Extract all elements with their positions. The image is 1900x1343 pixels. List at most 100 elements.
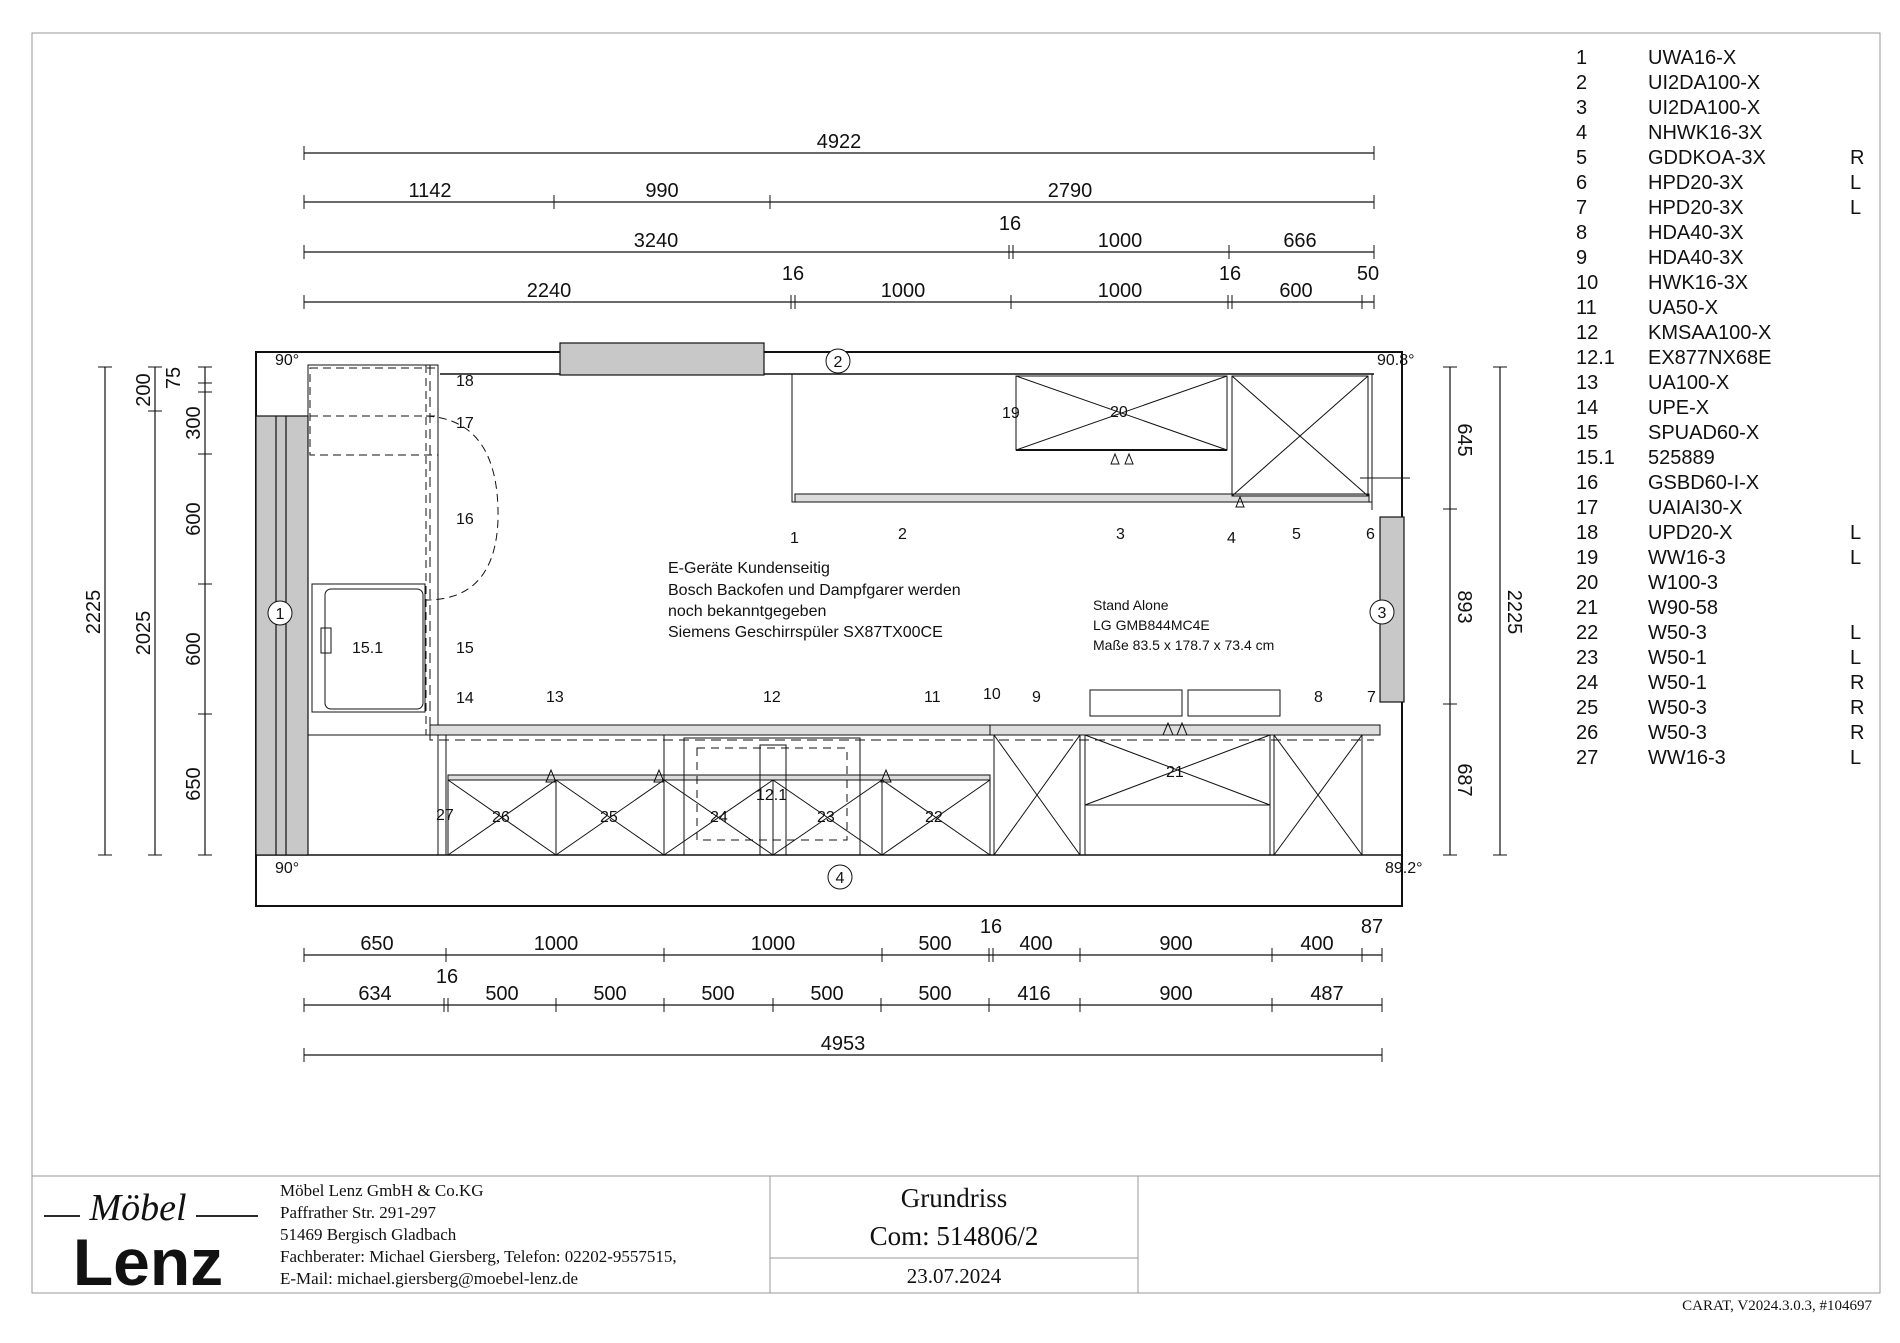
- dim-bot-r1-f: 400: [1019, 933, 1052, 955]
- legend-number: 2: [1576, 72, 1587, 94]
- legend-side: R: [1850, 672, 1864, 694]
- dim-bot-r1-i: 87: [1361, 916, 1383, 938]
- item-22: 22: [925, 809, 943, 826]
- legend-number: 18: [1576, 522, 1598, 544]
- legend-code: 525889: [1648, 447, 1715, 469]
- dim-top-r3-c: 1000: [881, 280, 926, 302]
- appliance-note: E-Geräte Kundenseitig Bosch Backofen und…: [668, 560, 961, 641]
- logo-bottom-text: Lenz: [73, 1225, 223, 1299]
- item-labels: 18 17 16 15 15.1 14 13 12 12.1 11 10 9 8…: [352, 373, 1376, 826]
- legend-code: HDA40-3X: [1648, 222, 1744, 244]
- legend-side: L: [1850, 522, 1861, 544]
- legend-number: 20: [1576, 572, 1598, 594]
- dim-right-c: 687: [1453, 763, 1475, 796]
- legend-side: R: [1850, 697, 1864, 719]
- legend-side: L: [1850, 172, 1861, 194]
- item-20: 20: [1110, 404, 1128, 421]
- legend-code: W90-58: [1648, 597, 1718, 619]
- legend-number: 13: [1576, 372, 1598, 394]
- legend-side: L: [1850, 622, 1861, 644]
- dim-left-d: 600: [183, 502, 205, 535]
- legend-side: L: [1850, 197, 1861, 219]
- dim-top-r3-a: 2240: [527, 280, 572, 302]
- legend-number: 10: [1576, 272, 1598, 294]
- legend-code: UPD20-X: [1648, 522, 1732, 544]
- item-14: 14: [456, 690, 474, 707]
- company-line-1: Möbel Lenz GmbH & Co.KG: [280, 1181, 484, 1200]
- bottom-dimension-lines: [304, 954, 1382, 1056]
- legend-number: 16: [1576, 472, 1598, 494]
- dim-top-r1-a: 1142: [408, 180, 451, 202]
- dim-right-outer: 2225: [1503, 590, 1525, 635]
- legend-number: 12.1: [1576, 347, 1615, 369]
- legend-number: 17: [1576, 497, 1598, 519]
- legend-code: SPUAD60-X: [1648, 422, 1759, 444]
- company-line-2: Paffrather Str. 291-297: [280, 1203, 436, 1222]
- legend-code: WW16-3: [1648, 547, 1726, 569]
- dim-bot-r1-h: 400: [1300, 933, 1333, 955]
- dim-bot-r1-e: 16: [980, 916, 1002, 938]
- window-top: [559, 342, 765, 376]
- wall-marker-3: 3: [1378, 605, 1387, 622]
- countertop-outline: [429, 365, 1374, 741]
- legend-number: 24: [1576, 672, 1598, 694]
- legend-code: NHWK16-3X: [1648, 122, 1762, 144]
- dim-left-e: 600: [183, 632, 205, 665]
- dim-bot-r2-h: 416: [1017, 983, 1050, 1005]
- dim-bot-total: 4953: [821, 1033, 866, 1055]
- dim-bot-r2-d: 500: [593, 983, 626, 1005]
- item-25: 25: [600, 809, 618, 826]
- legend-number: 1: [1576, 47, 1587, 69]
- dim-top-total: 4922: [817, 131, 862, 153]
- item-11: 11: [924, 689, 941, 706]
- item-12-1: 12.1: [756, 787, 787, 804]
- dim-left-mid: 2025: [133, 611, 155, 656]
- item-10: 10: [983, 686, 1001, 703]
- legend-code: UPE-X: [1648, 397, 1709, 419]
- legend-code: HDA40-3X: [1648, 247, 1744, 269]
- dim-bot-r2-g: 500: [918, 983, 951, 1005]
- legend-code: UAIAI30-X: [1648, 497, 1742, 519]
- dim-top-r3-d: 1000: [1098, 280, 1143, 302]
- angle-bottom-right: 89.2°: [1385, 860, 1423, 877]
- drawing-date: 23.07.2024: [907, 1264, 1002, 1288]
- legend-code: W50-3: [1648, 722, 1707, 744]
- legend-number: 8: [1576, 222, 1587, 244]
- dim-bot-r1-b: 1000: [534, 933, 579, 955]
- angle-top-right: 90.8°: [1377, 352, 1415, 369]
- note-line-4: Siemens Geschirrspüler SX87TX00CE: [668, 624, 943, 641]
- legend-number: 23: [1576, 647, 1598, 669]
- dim-bot-r1-g: 900: [1159, 933, 1192, 955]
- item-19: 19: [1002, 405, 1020, 422]
- company-line-4: Fachberater: Michael Giersberg, Telefon:…: [280, 1247, 677, 1266]
- legend-number: 3: [1576, 97, 1587, 119]
- item-6: 6: [1366, 526, 1375, 543]
- legend-code: WW16-3: [1648, 747, 1726, 769]
- dim-bot-r2-e: 500: [701, 983, 734, 1005]
- item-16: 16: [456, 511, 474, 528]
- commission-number: Com: 514806/2: [870, 1221, 1039, 1251]
- item-4: 4: [1227, 530, 1236, 547]
- legend-code: HPD20-3X: [1648, 172, 1744, 194]
- note-line-3: noch bekanntgegeben: [668, 603, 826, 620]
- standalone-line-2: LG GMB844MC4E: [1093, 617, 1210, 633]
- dim-top-r3-g: 50: [1357, 263, 1379, 285]
- legend-code: UA100-X: [1648, 372, 1729, 394]
- legend-number: 6: [1576, 172, 1587, 194]
- legend-code: UI2DA100-X: [1648, 72, 1760, 94]
- wall-marker-1: 1: [276, 606, 285, 623]
- angle-top-left: 90°: [275, 352, 299, 369]
- standalone-note: Stand Alone LG GMB844MC4E Maße 83.5 x 17…: [1093, 597, 1274, 653]
- legend-code: EX877NX68E: [1648, 347, 1771, 369]
- drawing-title: Grundriss: [901, 1183, 1008, 1213]
- wall-marker-4: 4: [836, 870, 845, 887]
- legend-code: HPD20-3X: [1648, 197, 1744, 219]
- dim-top-r3-b: 16: [782, 263, 804, 285]
- dim-left-f: 650: [183, 767, 205, 800]
- right-dimension-lines: [1449, 367, 1501, 855]
- legend-side: L: [1850, 547, 1861, 569]
- dim-bot-r1-c: 1000: [751, 933, 796, 955]
- note-line-1: E-Geräte Kundenseitig: [668, 560, 830, 577]
- legend-number: 21: [1576, 597, 1598, 619]
